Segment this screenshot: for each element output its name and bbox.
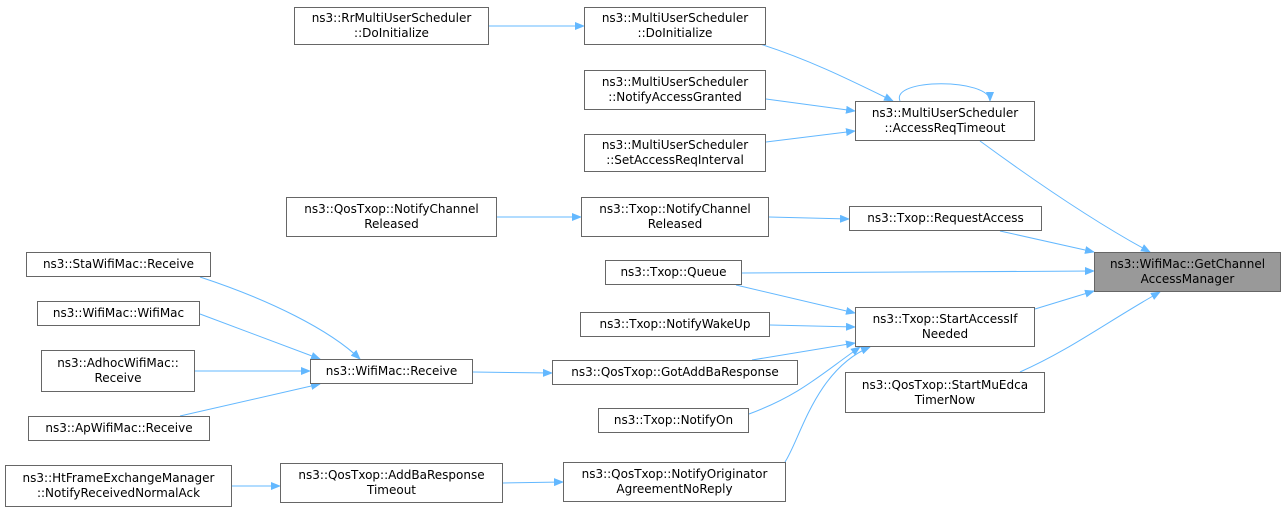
node-multiuserscheduler-accessreqtimeout[interactable]: ns3::MultiUserScheduler ::AccessReqTimeo… — [855, 101, 1035, 141]
node-label: Needed — [921, 327, 969, 341]
node-label: ::DoInitialize — [637, 26, 713, 40]
edge-txop-notifych-to-reqaccess — [768, 214, 850, 223]
edge-startmu-to-root — [1019, 291, 1161, 373]
node-label: Timeout — [366, 483, 417, 497]
node-multiuserscheduler-notifyaccessgranted[interactable]: ns3::MultiUserScheduler ::NotifyAccessGr… — [584, 70, 766, 110]
node-label: TimerNow — [914, 392, 976, 407]
edge-queue-to-startaccess — [735, 284, 856, 315]
node-qostxop-gotaddbaresponse[interactable]: ns3::QosTxop::GotAddBaResponse — [552, 360, 798, 385]
node-label: ns3::QosTxop::StartMuEdca — [861, 377, 1029, 392]
node-label: ::SetAccessReqInterval — [606, 153, 744, 167]
node-label: ns3::QosTxop::NotifyChannel — [304, 202, 479, 216]
node-label: ::DoInitialize — [354, 26, 429, 40]
node-qostxop-notifychannelreleased[interactable]: ns3::QosTxop::NotifyChannel Released — [286, 197, 497, 237]
node-txop-startaccessifneeded[interactable]: ns3::Txop::StartAccessIf Needed — [855, 307, 1035, 347]
edge-timeout-to-root — [979, 140, 1151, 253]
node-txop-queue[interactable]: ns3::Txop::Queue — [605, 260, 742, 285]
node-label: ns3::QosTxop::NotifyOriginator — [581, 467, 768, 481]
node-label: AccessManager — [1140, 272, 1235, 286]
node-wifimac-wifimac[interactable]: ns3::WifiMac::WifiMac — [37, 301, 200, 326]
node-label: ns3::Txop::Queue — [620, 265, 727, 279]
node-label: ns3::WifiMac::Receive — [325, 364, 458, 378]
node-label: ns3::WifiMac::GetChannel — [1109, 257, 1266, 271]
node-txop-notifyon[interactable]: ns3::Txop::NotifyOn — [598, 408, 749, 433]
node-label: ns3::QosTxop::AddBaResponse — [298, 468, 485, 482]
edge-wakeup-to-startaccess — [769, 322, 856, 331]
node-rrmultiuserscheduler-doinitialize[interactable]: ns3::RrMultiUserScheduler ::DoInitialize — [294, 7, 489, 45]
node-label: Released — [364, 217, 419, 231]
edge-startaccess-to-root — [1034, 289, 1095, 310]
node-htframeexchangemanager-notifyreceivednormalack[interactable]: ns3::HtFrameExchangeManager ::NotifyRece… — [5, 465, 232, 507]
node-multiuserscheduler-doinitialize[interactable]: ns3::MultiUserScheduler ::DoInitialize — [584, 7, 766, 45]
node-adhocwifimac-receive[interactable]: ns3::AdhocWifiMac:: Receive — [41, 350, 195, 392]
edge-ap-to-wifimac-recv — [179, 382, 321, 417]
edge-reqaccess-to-root — [999, 230, 1095, 254]
node-label: ns3::RrMultiUserScheduler — [311, 11, 472, 25]
node-label: ns3::MultiUserScheduler — [601, 75, 749, 89]
node-label: ns3::Txop::RequestAccess — [867, 211, 1024, 225]
node-label: ns3::Txop::NotifyChannel — [599, 202, 751, 216]
edge-mus-doinit-to-timeout — [759, 43, 894, 102]
node-label: ns3::Txop::StartAccessIf — [872, 312, 1018, 326]
node-label: ns3::ApWifiMac::Receive — [45, 421, 193, 435]
node-label: ns3::HtFrameExchangeManager — [22, 471, 215, 485]
node-label: ::AccessReqTimeout — [884, 121, 1006, 135]
node-label: AgreementNoReply — [616, 482, 733, 496]
edge-mus-setaccess-to-timeout — [765, 128, 856, 143]
edge-gotaddba-to-startaccess — [751, 340, 856, 361]
node-apwifimac-receive[interactable]: ns3::ApWifiMac::Receive — [28, 416, 210, 441]
node-qostxop-startmuedcatimernow[interactable]: ns3::QosTxop::StartMuEdca TimerNow — [845, 372, 1045, 413]
node-label: ns3::MultiUserScheduler — [601, 138, 749, 152]
node-label: ns3::Txop::NotifyWakeUp — [599, 317, 751, 331]
edge-timeout-selfloop — [899, 83, 994, 102]
node-qostxop-notifyoriginatoragreementnoreply[interactable]: ns3::QosTxop::NotifyOriginator Agreement… — [563, 462, 786, 502]
node-label: ns3::StaWifiMac::Receive — [42, 257, 195, 271]
edge-wifimac-recv-to-gotaddba — [472, 368, 553, 377]
node-label: Receive — [94, 371, 142, 385]
edge-addbatimeout-to-notifyorig — [502, 478, 564, 487]
edge-sta-to-wifimac-recv — [199, 276, 361, 360]
node-label: ns3::MultiUserScheduler — [871, 106, 1019, 120]
node-label: ns3::QosTxop::GotAddBaResponse — [571, 365, 779, 379]
node-qostxop-addbaresponsetimeout[interactable]: ns3::QosTxop::AddBaResponse Timeout — [280, 463, 503, 503]
node-label: ::NotifyReceivedNormalAck — [36, 486, 201, 500]
edge-notifyon-to-startaccess — [748, 346, 861, 415]
node-label: ::NotifyAccessGranted — [608, 90, 742, 104]
node-txop-requestaccess[interactable]: ns3::Txop::RequestAccess — [849, 206, 1042, 231]
node-stawifimac-receive[interactable]: ns3::StaWifiMac::Receive — [26, 252, 211, 277]
node-label: Released — [647, 217, 703, 231]
node-wifimac-receive[interactable]: ns3::WifiMac::Receive — [310, 359, 473, 384]
node-label: ns3::MultiUserScheduler — [601, 11, 749, 25]
node-label: ns3::AdhocWifiMac:: — [57, 356, 179, 370]
node-multiuserscheduler-setaccessreqinterval[interactable]: ns3::MultiUserScheduler ::SetAccessReqIn… — [584, 134, 766, 172]
edge-wifimac-ctor-to-wifimac-recv — [199, 313, 321, 360]
edge-queue-to-root — [741, 267, 1095, 276]
node-txop-notifywakeup[interactable]: ns3::Txop::NotifyWakeUp — [580, 312, 770, 337]
edge-mus-notify-to-timeout — [765, 98, 856, 114]
edge-notifyorig-to-startaccess — [784, 346, 871, 463]
node-txop-notifychannelreleased[interactable]: ns3::Txop::NotifyChannel Released — [581, 197, 769, 237]
node-label: ns3::Txop::NotifyOn — [613, 413, 734, 427]
node-label: ns3::WifiMac::WifiMac — [52, 306, 185, 320]
node-wifimac-getchannelaccessmanager: ns3::WifiMac::GetChannel AccessManager — [1094, 252, 1281, 292]
